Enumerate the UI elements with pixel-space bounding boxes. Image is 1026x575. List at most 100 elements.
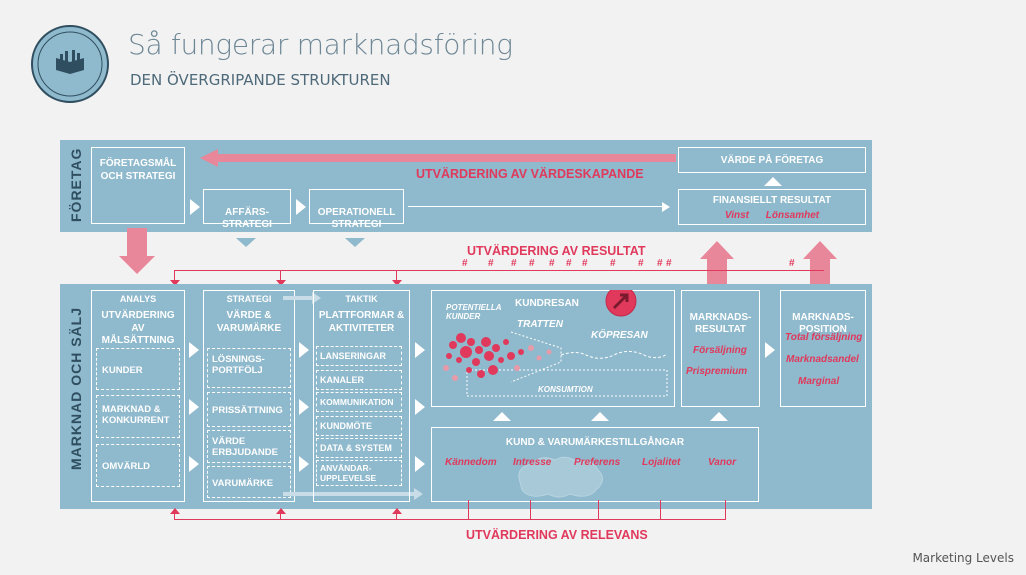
relevance-eval-line — [174, 519, 726, 520]
line-rise — [468, 500, 469, 520]
line-rise — [280, 510, 281, 520]
konsumtion-label: KONSUMTION — [538, 385, 593, 394]
line-rise — [530, 500, 531, 520]
arrow-right-icon — [415, 399, 425, 415]
operational-strategy-box: OPERATIONELL STRATEGI — [309, 189, 404, 230]
potential-customers-label: POTENTIELLA KUNDER — [446, 303, 502, 321]
hash-mark: # — [657, 258, 663, 269]
strategi-item-label: LÖSNINGS- PORTFÖLJ — [212, 354, 265, 377]
arrow-line — [408, 206, 666, 207]
goal-box-label: FÖRETAGSMÅL OCH STRATEGI — [99, 158, 177, 182]
line-drop — [396, 270, 397, 282]
kundresan-head: KUNDRESAN — [515, 298, 579, 309]
hash-mark: # — [511, 258, 517, 269]
hash-mark: # — [488, 258, 494, 269]
arrow-right-icon — [415, 342, 425, 358]
marknadsresultat-box: MARKNADS- RESULTAT — [681, 290, 760, 407]
taktik-item: KANALER — [316, 370, 402, 390]
arrow-left-icon — [200, 149, 218, 167]
arrow-right-icon — [299, 342, 309, 358]
taktik-item-label: ANVÄNDAR- UPPLEVELSE — [320, 463, 377, 484]
tillgangar-item: Vanor — [708, 457, 736, 468]
marknadsresultat-head: MARKNADS- RESULTAT — [689, 311, 752, 336]
arrow-right-icon — [190, 199, 200, 215]
arrow-right-icon — [299, 399, 309, 415]
analys-item: KUNDER — [96, 348, 180, 390]
strategi-item: VARUMÄRKE — [207, 466, 291, 498]
goal-box: FÖRETAGSMÅL OCH STRATEGI — [91, 147, 185, 224]
hash-mark: # — [666, 258, 672, 269]
value-eval-label: UTVÄRDERING AV VÄRDESKAPANDE — [416, 167, 644, 181]
arrow-right-icon — [296, 199, 306, 215]
arrow-right-icon — [189, 399, 199, 415]
arrow-head-icon — [392, 508, 402, 514]
analys-head: ANALYS — [119, 294, 157, 304]
analys-item-label: MARKNAD & KONKURRENT — [102, 404, 170, 427]
strategi-item: PRISSÄTTNING — [207, 392, 291, 427]
arrow-head-icon — [312, 292, 321, 304]
pink-down-arrow — [127, 228, 147, 258]
page-title: Så fungerar marknadsföring — [128, 28, 513, 61]
analys-item-label: KUNDER — [102, 365, 143, 376]
analys-item-label: OMVÄRLD — [102, 461, 151, 472]
line-rise — [174, 510, 175, 520]
arrow-right-icon — [189, 456, 199, 472]
arrow-up-icon — [591, 412, 609, 421]
arrow-line — [283, 492, 415, 496]
taktik-column — [313, 290, 410, 502]
line-drop — [280, 270, 281, 282]
taktik-item-label: KUNDMÖTE — [320, 421, 372, 431]
arrow-right-icon — [415, 456, 425, 472]
marknadsposition-box: MARKNADS- POSITION — [780, 290, 866, 407]
taktik-head: TAKTIK — [345, 294, 378, 304]
taktik-item-label: DATA & SYSTEM — [320, 443, 392, 453]
financial-box: FINANSIELLT RESULTAT Vinst Lönsamhet — [678, 189, 866, 225]
arrow-right-icon — [189, 342, 199, 358]
strategi-column — [203, 290, 295, 502]
arrow-up-icon — [710, 412, 728, 421]
arrow-head-icon — [170, 508, 180, 514]
line-rise — [396, 510, 397, 520]
line-rise — [725, 500, 726, 520]
hash-mark: # — [789, 258, 795, 269]
relevance-eval-label: UTVÄRDERING AV RELEVANS — [466, 528, 648, 542]
financial-item: Lönsamhet — [765, 209, 820, 221]
hash-mark: # — [529, 258, 535, 269]
brain-icon — [518, 456, 603, 498]
result-eval-label: UTVÄRDERING AV RESULTAT — [467, 244, 646, 258]
marknad-label: MARKNAD OCH SÄLJ — [68, 307, 84, 470]
arrow-up-icon — [803, 241, 837, 259]
strategi-item: VÄRDE ERBJUDANDE — [207, 430, 291, 463]
arrow-up-icon — [700, 241, 734, 259]
logo — [30, 24, 110, 104]
position-item: Marginal — [798, 376, 840, 387]
hash-mark: # — [549, 258, 555, 269]
analys-sub: UTVÄRDERING AV MÅLSÄTTNING — [101, 310, 175, 346]
position-item: Total försäljning — [785, 332, 863, 343]
business-strategy-box: AFFÄRS- STRATEGI — [203, 189, 291, 230]
tillgangar-item: Kännedom — [445, 457, 497, 468]
taktik-item: ANVÄNDAR- UPPLEVELSE — [316, 460, 402, 486]
arrow-line — [283, 296, 313, 300]
strategi-head: STRATEGI — [226, 294, 272, 304]
value-box: VÄRDE PÅ FÖRETAG — [678, 147, 866, 173]
value-eval-arrow — [218, 154, 676, 162]
kopresan-label: KÖPRESAN — [591, 330, 648, 341]
strategi-sub: VÄRDE & VARUMÄRKE — [216, 310, 282, 334]
hash-mark: # — [638, 258, 644, 269]
analys-item: MARKNAD & KONKURRENT — [96, 395, 180, 438]
taktik-item: DATA & SYSTEM — [316, 438, 402, 458]
foretag-label: FÖRETAG — [68, 147, 84, 222]
arrow-head-icon — [392, 280, 402, 286]
analys-item: OMVÄRLD — [96, 444, 180, 487]
kundresan-box — [431, 290, 675, 407]
arrow-down-icon — [345, 238, 365, 247]
arrow-down-icon — [119, 256, 155, 274]
arrow-up-icon — [493, 412, 511, 421]
taktik-item-label: KOMMUNIKATION — [320, 397, 394, 407]
taktik-item-label: LANSERINGAR — [320, 351, 387, 361]
funnel-illustration — [443, 290, 668, 397]
tillgangar-item: Preferens — [574, 457, 621, 468]
hash-mark: # — [566, 258, 572, 269]
tillgangar-box — [431, 427, 759, 502]
